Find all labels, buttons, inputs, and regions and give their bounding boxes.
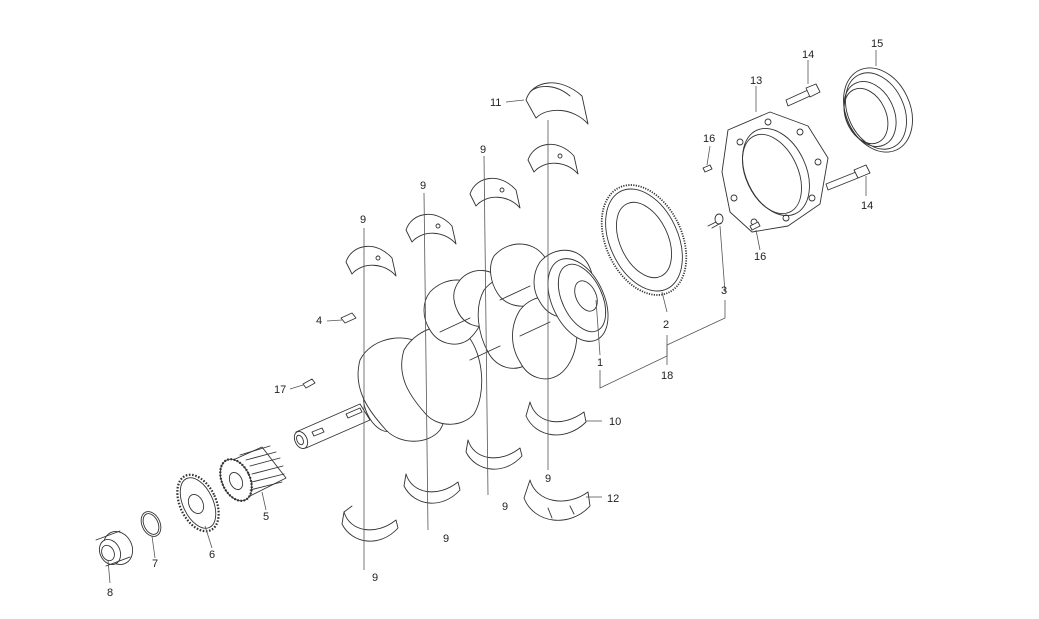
part-1-crankshaft	[293, 243, 609, 449]
thrust-bearing-upper	[525, 82, 589, 125]
callout-1: 1	[597, 357, 603, 369]
part-2-ring-gear	[600, 184, 688, 296]
callout-13: 13	[750, 75, 762, 87]
main-bearing-upper-1	[345, 245, 397, 277]
callout-7: 7	[152, 558, 158, 570]
callout-11: 11	[490, 97, 501, 109]
part-14-bolt-lower	[825, 164, 871, 191]
part-8-front-seal	[95, 530, 134, 567]
callout-14-upper: 14	[802, 49, 814, 61]
part-14-bolt-upper	[785, 83, 821, 107]
callout-9-upper-1: 9	[360, 214, 366, 226]
callout-14-lower: 14	[861, 200, 873, 212]
callout-9-lower-3: 9	[502, 501, 508, 513]
main-bearing-lower-1	[341, 505, 399, 542]
main-bearing-lower-3	[465, 439, 523, 470]
part-16-dowel-lower	[749, 221, 761, 231]
main-bearing-upper-4	[527, 143, 579, 175]
callout-10: 10	[609, 416, 621, 428]
main-bearing-lower-4	[525, 401, 587, 436]
callout-9-lower-4: 9	[545, 473, 551, 485]
callout-16-lower: 16	[754, 251, 766, 263]
main-bearing-lower-2	[403, 473, 461, 504]
callout-9-upper-3: 9	[480, 144, 486, 156]
callout-8: 8	[107, 587, 113, 599]
callout-9-lower-2: 9	[443, 533, 449, 545]
part-7-o-ring	[140, 511, 162, 537]
part-15-rear-oil-seal	[843, 67, 913, 153]
callout-16-upper: 16	[703, 133, 715, 145]
part-3-dowel-pin	[707, 213, 724, 229]
callout-2: 2	[663, 319, 669, 331]
part-13-seal-housing	[721, 111, 829, 233]
callout-15: 15	[871, 38, 883, 50]
main-bearing-upper-3	[469, 177, 521, 209]
callout-6: 6	[209, 549, 215, 561]
callout-labels: 1 2 3 4 5 6 7 8 9 9 9 9 9 9 9 10 11 12 1…	[107, 38, 883, 599]
callout-12: 12	[607, 493, 619, 505]
callout-3: 3	[721, 285, 727, 297]
thrust-bearing-lower	[523, 479, 591, 521]
part-6-crankshaft-gear	[176, 473, 220, 533]
part-5-helical-gear	[219, 445, 287, 502]
callout-9-upper-2: 9	[420, 180, 426, 192]
leader-lines	[107, 50, 877, 584]
callout-18: 18	[661, 370, 673, 382]
part-16-dowel-upper	[702, 164, 713, 173]
part-17-woodruff-key	[302, 378, 316, 389]
callout-4: 4	[316, 315, 322, 327]
part-4-key	[340, 312, 357, 324]
callout-17: 17	[274, 384, 286, 396]
callout-9-lower-1: 9	[372, 572, 378, 584]
main-bearing-upper-2	[405, 213, 457, 245]
callout-5: 5	[263, 511, 269, 523]
